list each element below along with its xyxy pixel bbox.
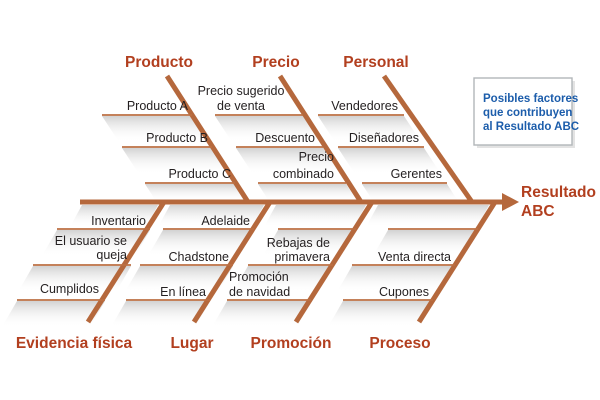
item-label: En línea xyxy=(160,285,206,299)
item-label: Gerentes xyxy=(391,167,442,181)
gradient-band xyxy=(125,266,233,292)
item-label: primavera xyxy=(274,250,330,264)
note-text-line: Posibles factores xyxy=(483,93,578,105)
arrowhead-icon xyxy=(502,193,519,211)
gradient-band xyxy=(236,148,340,174)
effect-label-abc: ABC xyxy=(521,203,555,220)
gradient-band xyxy=(102,116,209,142)
gradient-band xyxy=(373,230,478,256)
gradient-band xyxy=(264,205,366,227)
gradient-band xyxy=(42,230,150,256)
gradient-band xyxy=(233,266,333,292)
gradient-band xyxy=(212,301,311,327)
gradient-band xyxy=(70,205,158,227)
gradient-band xyxy=(362,184,458,201)
gradient-band xyxy=(215,116,320,142)
item-label: Promoción xyxy=(229,270,289,284)
item-label: de venta xyxy=(217,99,265,113)
effect-label-resultado: Resultado xyxy=(521,184,596,201)
rib-personal xyxy=(381,74,475,204)
item-label: Chadstone xyxy=(169,250,230,264)
gradient-band xyxy=(145,184,246,201)
item-label: Venta directa xyxy=(378,250,451,264)
gradient-band xyxy=(148,230,254,256)
item-label: Rebajas de xyxy=(267,236,330,250)
rib-evidencia-fisica xyxy=(85,200,167,324)
item-label: Producto B xyxy=(146,131,208,145)
category-label-promocion: Promoción xyxy=(251,335,332,352)
item-label: Cumplidos xyxy=(40,282,99,296)
rib-lugar xyxy=(191,200,273,324)
gradient-band xyxy=(263,230,356,256)
item-label: de navidad xyxy=(229,285,290,299)
gradient-band xyxy=(328,301,433,327)
note-text-line: al Resultado ABC xyxy=(483,121,579,133)
gradient-band xyxy=(111,301,210,327)
item-label: queja xyxy=(96,248,127,262)
item-label: combinado xyxy=(273,167,334,181)
gradient-band xyxy=(318,116,421,142)
gradient-band xyxy=(2,301,105,327)
note-text-line: que contribuyen xyxy=(483,107,572,119)
gradient-band xyxy=(122,148,229,174)
category-label-lugar: Lugar xyxy=(170,335,213,352)
gradient-band xyxy=(366,205,489,227)
category-label-producto: Producto xyxy=(125,54,193,71)
rib-precio xyxy=(277,74,364,204)
item-underlines xyxy=(17,114,478,301)
item-label: Cupones xyxy=(379,285,429,299)
item-label: Diseñadores xyxy=(349,131,419,145)
item-label: Descuento xyxy=(255,131,315,145)
note-box: Posibles factores que contribuyen al Res… xyxy=(473,77,579,148)
category-label-proceso: Proceso xyxy=(369,335,430,352)
item-label: Vendedores xyxy=(331,99,398,113)
item-label: Precio xyxy=(299,150,334,164)
item-label: Adelaide xyxy=(201,214,250,228)
item-label: Precio sugerido xyxy=(198,84,285,98)
item-label: Producto A xyxy=(127,99,189,113)
gradient-band xyxy=(258,184,357,201)
rib-proceso xyxy=(416,200,498,324)
item-label: Producto C xyxy=(168,167,231,181)
note-box-border xyxy=(473,77,573,146)
category-label-precio: Precio xyxy=(252,54,299,71)
category-label-evidencia-fisica: Evidencia física xyxy=(16,335,133,352)
item-label: El usuario se xyxy=(55,234,127,248)
rib-producto xyxy=(164,74,251,204)
gradient-band xyxy=(18,266,131,292)
category-label-personal: Personal xyxy=(343,54,408,71)
gradient-band xyxy=(337,266,455,292)
rib-lines xyxy=(85,74,498,324)
gradient-band xyxy=(338,148,441,174)
gradient-band xyxy=(158,205,264,227)
gradient-bands xyxy=(2,116,489,327)
item-label: Inventario xyxy=(91,214,146,228)
rib-promocion xyxy=(293,200,375,324)
